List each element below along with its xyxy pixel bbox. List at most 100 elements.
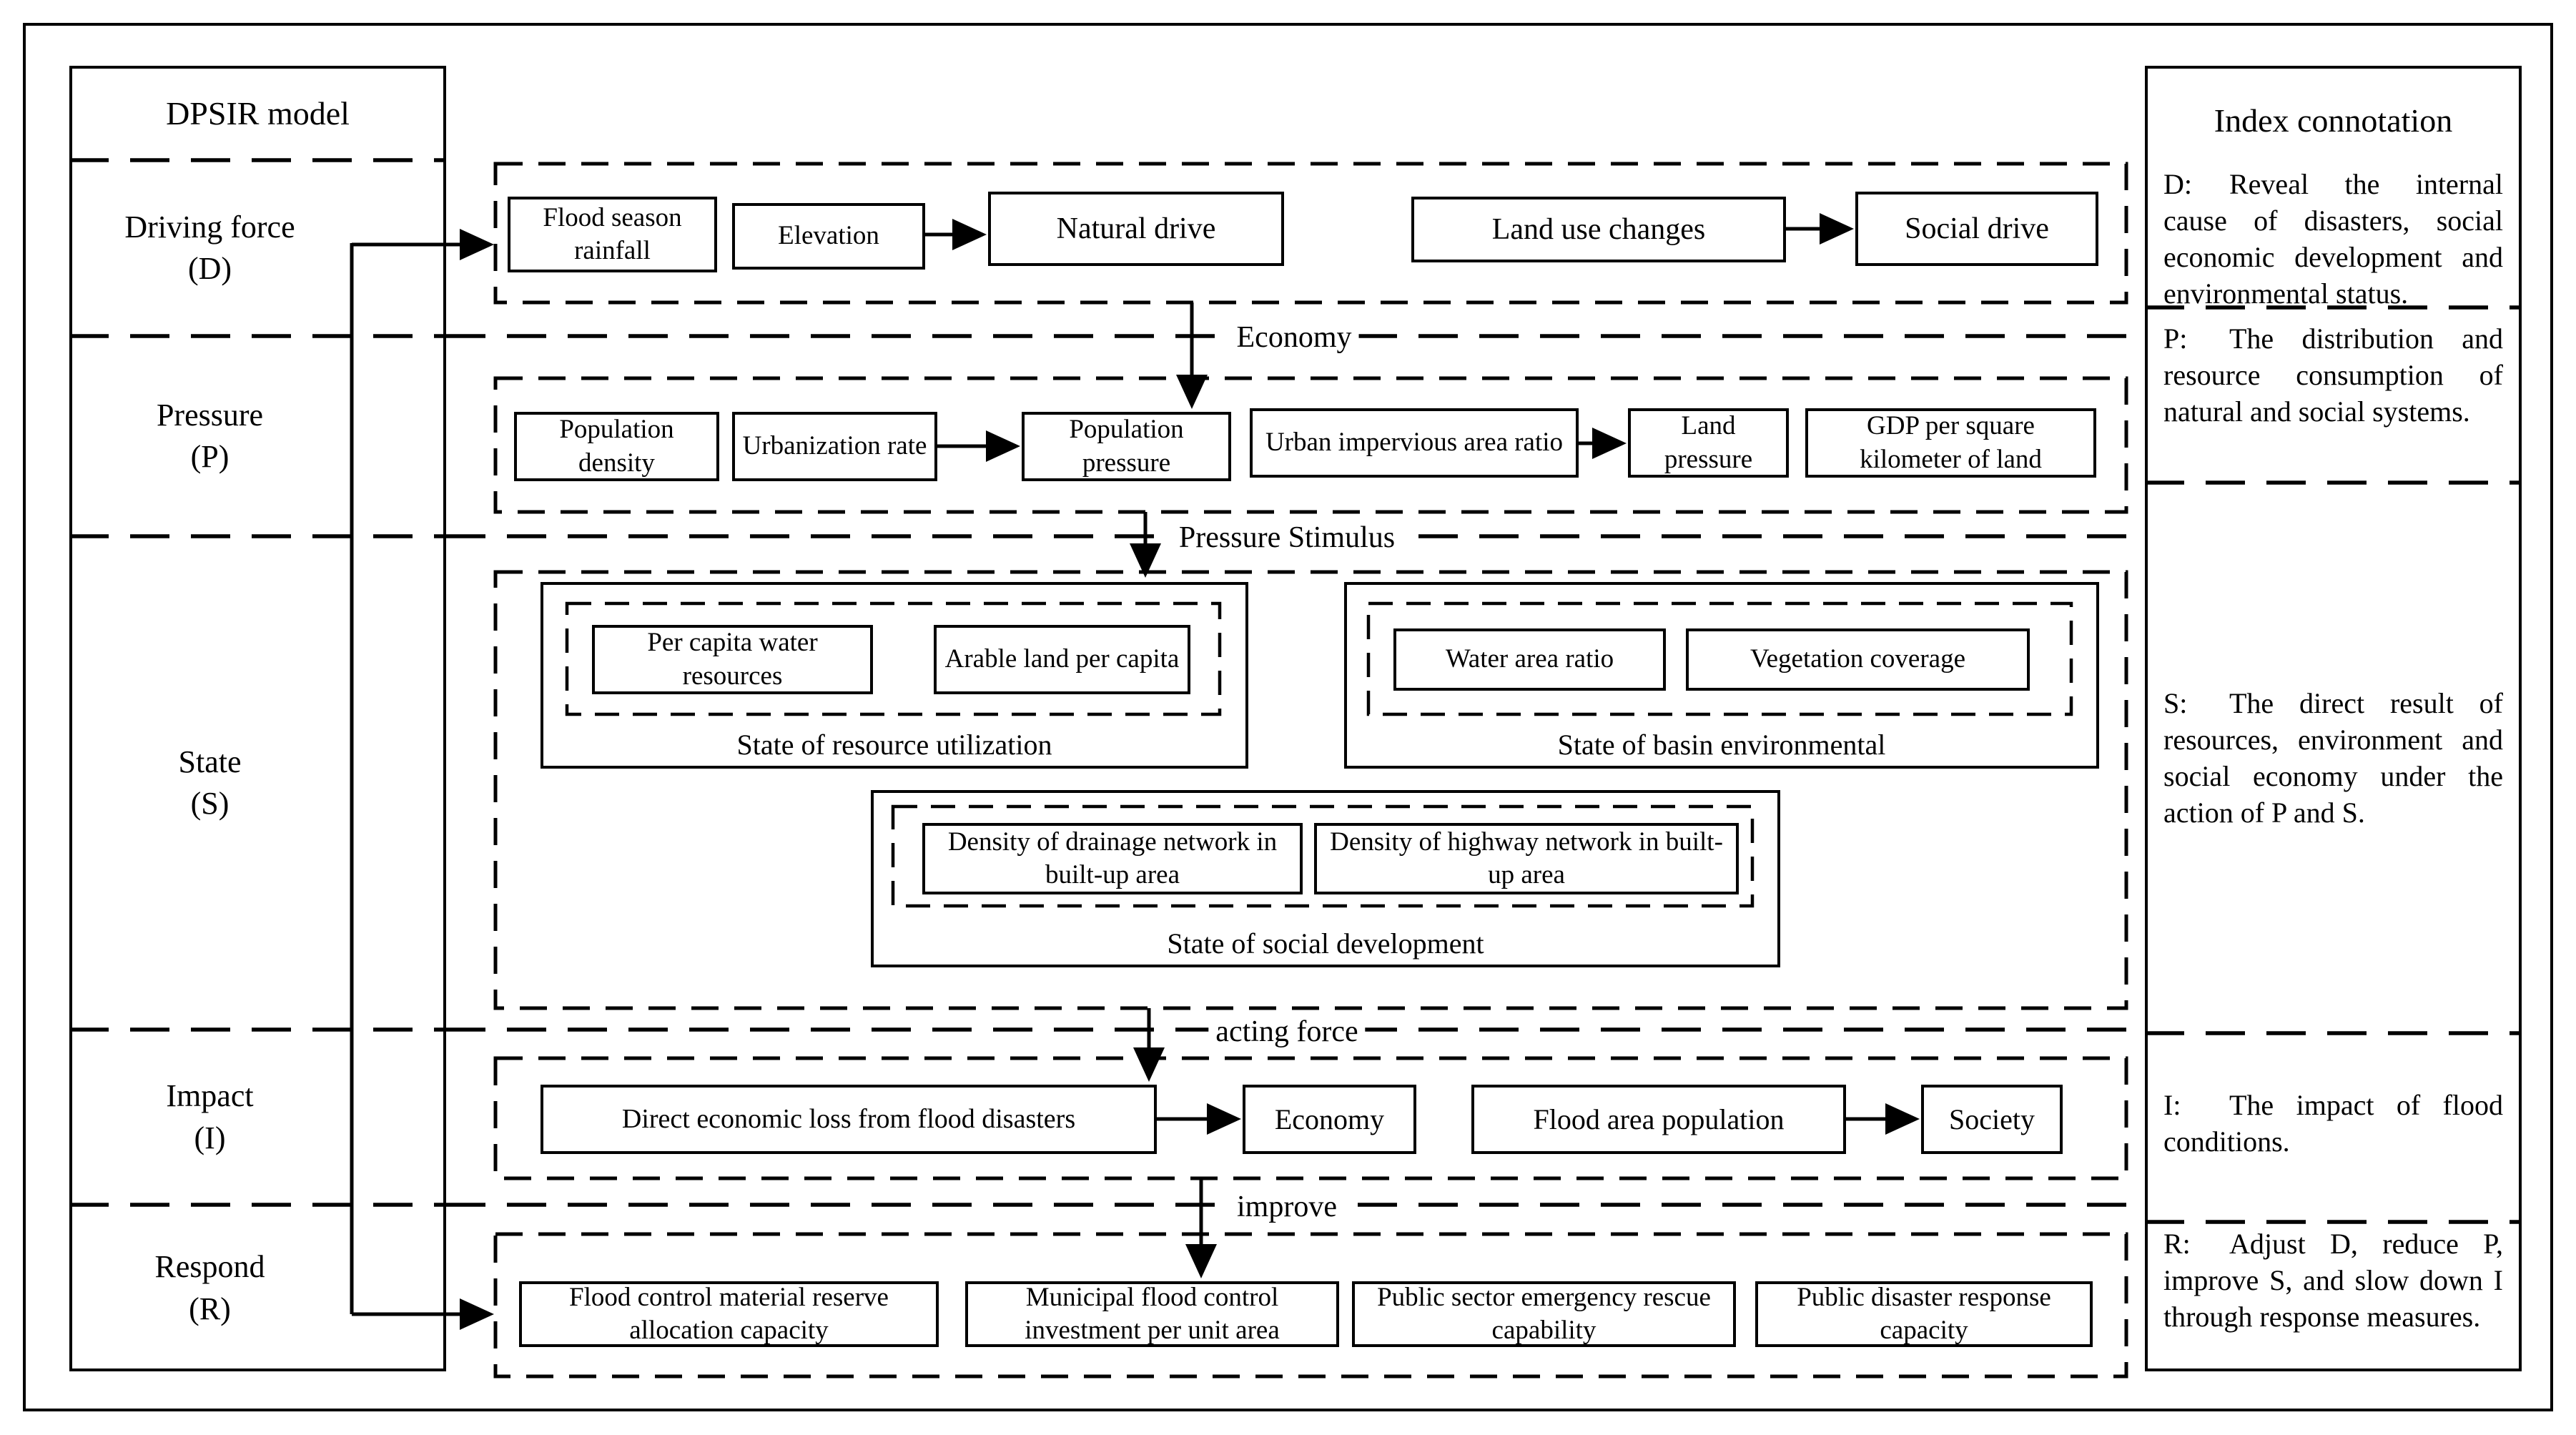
row-state-name: State [178, 744, 242, 779]
note-impact: I:The impact of flood conditions. [2163, 1087, 2503, 1160]
note-state-prefix: S: [2163, 687, 2188, 719]
arrow-improve-down-head [1185, 1244, 1217, 1278]
box-elevation-label: Elevation [778, 221, 879, 251]
row-driving-force-name: Driving force [124, 209, 295, 245]
box-natural-drive: Natural drive [988, 192, 1284, 266]
row-respond-code: (R) [189, 1291, 231, 1326]
row-label-respond: Respond (R) [69, 1205, 350, 1371]
box-public-disaster-response-capacity: Public disaster response capacity [1755, 1281, 2093, 1347]
box-land-use-changes: Land use changes [1411, 197, 1786, 262]
note-respond-text: Adjust D, reduce P, improve S, and slow … [2163, 1228, 2503, 1333]
arrow-to-driving-band-head [460, 229, 494, 260]
arrow-acting-force-down-head [1133, 1047, 1165, 1082]
box-population-density: Population density [514, 412, 719, 481]
box-urban-impervious-area-ratio-label: Urban impervious area ratio [1265, 428, 1564, 458]
row-label-pressure: Pressure (P) [69, 336, 350, 536]
dpsir-header-label: DPSIR model [166, 94, 350, 132]
dpsir-panel [69, 66, 446, 1371]
box-public-disaster-response-capacity-label: Public disaster response capacity [1797, 1282, 2051, 1345]
label-state-of-social-development-text: State of social development [1167, 927, 1484, 960]
flow-label-pressure-stimulus-text: Pressure Stimulus [1178, 521, 1396, 554]
box-direct-economic-loss: Direct economic loss from flood disaster… [541, 1085, 1157, 1154]
group-basin-environmental [1344, 582, 2099, 769]
label-state-of-social-development: State of social development [871, 922, 1780, 964]
box-arable-land-per-capita-label: Arable land per capita [944, 644, 1180, 674]
arrow-landuse-social-head [1820, 213, 1854, 245]
box-direct-economic-loss-label: Direct economic loss from flood disaster… [621, 1103, 1076, 1134]
impact-band-outline [493, 1056, 2128, 1180]
figure-border [23, 23, 2553, 1411]
box-flood-season-rainfall-label: Flood season rainfall [543, 202, 682, 265]
note-pressure-text: The distribution and resource consumptio… [2163, 322, 2503, 428]
driving-band-outline [493, 162, 2128, 305]
box-urbanization-rate: Urbanization rate [732, 412, 937, 481]
flow-label-economy-text: Economy [1236, 321, 1352, 354]
respond-band-outline [493, 1232, 2128, 1379]
arrow-impervious-landpressure-head [1592, 428, 1627, 459]
social-group-inner-dash [891, 804, 1755, 908]
note-pressure-prefix: P: [2163, 322, 2188, 355]
row-label-impact: Impact (I) [69, 1030, 350, 1205]
label-state-of-basin-environmental: State of basin environmental [1344, 724, 2099, 765]
note-impact-text: The impact of flood conditions. [2163, 1089, 2503, 1158]
row-driving-force-code: (D) [187, 251, 232, 286]
dpsir-header: DPSIR model [69, 69, 446, 157]
index-header: Index connotation [2145, 77, 2522, 163]
arrow-economy-down-head [1176, 375, 1208, 409]
row-impact-code: (I) [194, 1120, 226, 1155]
flow-label-acting-force: acting force [1208, 1015, 1366, 1049]
label-state-of-resource-utilization-text: State of resource utilization [736, 728, 1052, 761]
box-density-of-highway-network-label: Density of highway network in built-up a… [1330, 827, 1723, 889]
box-municipal-flood-control-investment-label: Municipal flood control investment per u… [1025, 1282, 1280, 1345]
row-state-code: (S) [190, 786, 230, 821]
index-header-label: Index connotation [2214, 102, 2453, 139]
group-resource-utilization [541, 582, 1248, 769]
box-society-label: Society [1949, 1103, 2035, 1135]
arrow-pressure-stimulus-down-head [1130, 543, 1161, 578]
label-state-of-resource-utilization: State of resource utilization [541, 724, 1248, 765]
box-urban-impervious-area-ratio: Urban impervious area ratio [1250, 408, 1579, 478]
box-economy: Economy [1243, 1085, 1416, 1154]
box-per-capita-water-resources-label: Per capita water resources [647, 628, 818, 691]
box-arable-land-per-capita: Arable land per capita [934, 625, 1190, 694]
box-land-pressure: Land pressure [1628, 408, 1789, 478]
environment-group-inner-dash [1366, 601, 2073, 716]
arrow-loss-economy-head [1207, 1103, 1241, 1135]
box-elevation: Elevation [732, 203, 925, 270]
box-municipal-flood-control-investment: Municipal flood control investment per u… [965, 1281, 1339, 1347]
note-respond: R:Adjust D, reduce P, improve S, and slo… [2163, 1226, 2503, 1335]
arrow-to-respond-band-head [460, 1298, 494, 1330]
arrow-urbanization-population-head [986, 430, 1020, 462]
note-driving-force-text: Reveal the internal cause of disasters, … [2163, 168, 2503, 310]
box-population-pressure: Population pressure [1022, 412, 1231, 481]
row-pressure-code: (P) [190, 439, 230, 474]
box-public-sector-emergency-rescue-label: Public sector emergency rescue capabilit… [1377, 1282, 1711, 1345]
note-state: S:The direct result of resources, enviro… [2163, 685, 2503, 831]
flow-label-economy: Economy [1229, 320, 1359, 355]
note-respond-prefix: R: [2163, 1228, 2191, 1260]
resource-group-inner-dash [565, 601, 1222, 716]
box-density-of-drainage-network-label: Density of drainage network in built-up … [947, 827, 1278, 889]
flow-label-improve-text: improve [1237, 1190, 1337, 1223]
arrow-elevation-natural-head [952, 219, 987, 250]
note-state-text: The direct result of resources, environm… [2163, 687, 2503, 829]
group-social-development [871, 790, 1780, 967]
box-gdp-per-square-kilometer-label: GDP per square kilometer of land [1860, 411, 2042, 474]
box-flood-area-population-label: Flood area population [1533, 1103, 1785, 1135]
box-population-density-label: Population density [559, 415, 674, 478]
box-land-pressure-label: Land pressure [1664, 411, 1753, 474]
box-society: Society [1921, 1085, 2063, 1154]
flow-label-improve: improve [1230, 1190, 1344, 1224]
box-flood-season-rainfall: Flood season rainfall [508, 197, 717, 272]
row-pressure-name: Pressure [156, 397, 264, 433]
label-state-of-basin-environmental-text: State of basin environmental [1557, 728, 1886, 761]
box-economy-label: Economy [1274, 1103, 1385, 1135]
flow-label-acting-force-text: acting force [1215, 1015, 1358, 1048]
note-driving-force-prefix: D: [2163, 168, 2192, 200]
index-panel [2145, 66, 2522, 1371]
note-pressure: P:The distribution and resource consumpt… [2163, 320, 2503, 430]
note-impact-prefix: I: [2163, 1089, 2181, 1121]
box-density-of-highway-network: Density of highway network in built-up a… [1314, 823, 1739, 894]
box-vegetation-coverage: Vegetation coverage [1686, 628, 2030, 691]
box-flood-control-material-reserve-label: Flood control material reserve allocatio… [569, 1282, 889, 1345]
